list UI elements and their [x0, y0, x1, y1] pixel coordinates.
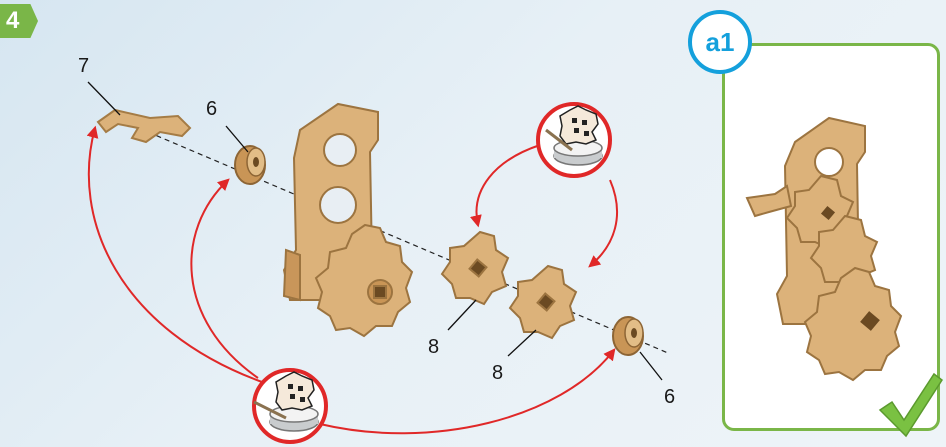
part-6-spacer-top: [234, 145, 266, 185]
glue-cup-icon-bottom: [252, 368, 328, 444]
part-label-6-bottom: 6: [664, 386, 676, 408]
glue-arrows-top: [470, 144, 618, 268]
glue-cup-icon-top: [536, 102, 612, 178]
part-6-spacer-bottom: [612, 316, 644, 356]
part-label-6-top: 6: [206, 98, 218, 120]
part-8-gear-right: [508, 264, 578, 340]
assembly-axis-line: [114, 117, 669, 354]
result-panel: [722, 43, 940, 431]
check-mark-icon: [878, 372, 944, 438]
frame-gear: [314, 223, 414, 338]
part-label-8-right: 8: [492, 362, 504, 384]
step-number-badge: 4: [0, 4, 38, 38]
part-label-7: 7: [78, 55, 90, 77]
part-7-crank: [96, 108, 192, 144]
part-label-8-left: 8: [428, 336, 440, 358]
glue-arrows-bottom: [86, 125, 616, 435]
part-8-gear-left: [440, 230, 510, 306]
result-badge: a1: [688, 10, 752, 74]
result-badge-label: a1: [705, 26, 735, 57]
step-number: 4: [6, 7, 20, 34]
leader-lines: [87, 81, 663, 381]
assembled-part-image: [745, 116, 903, 382]
